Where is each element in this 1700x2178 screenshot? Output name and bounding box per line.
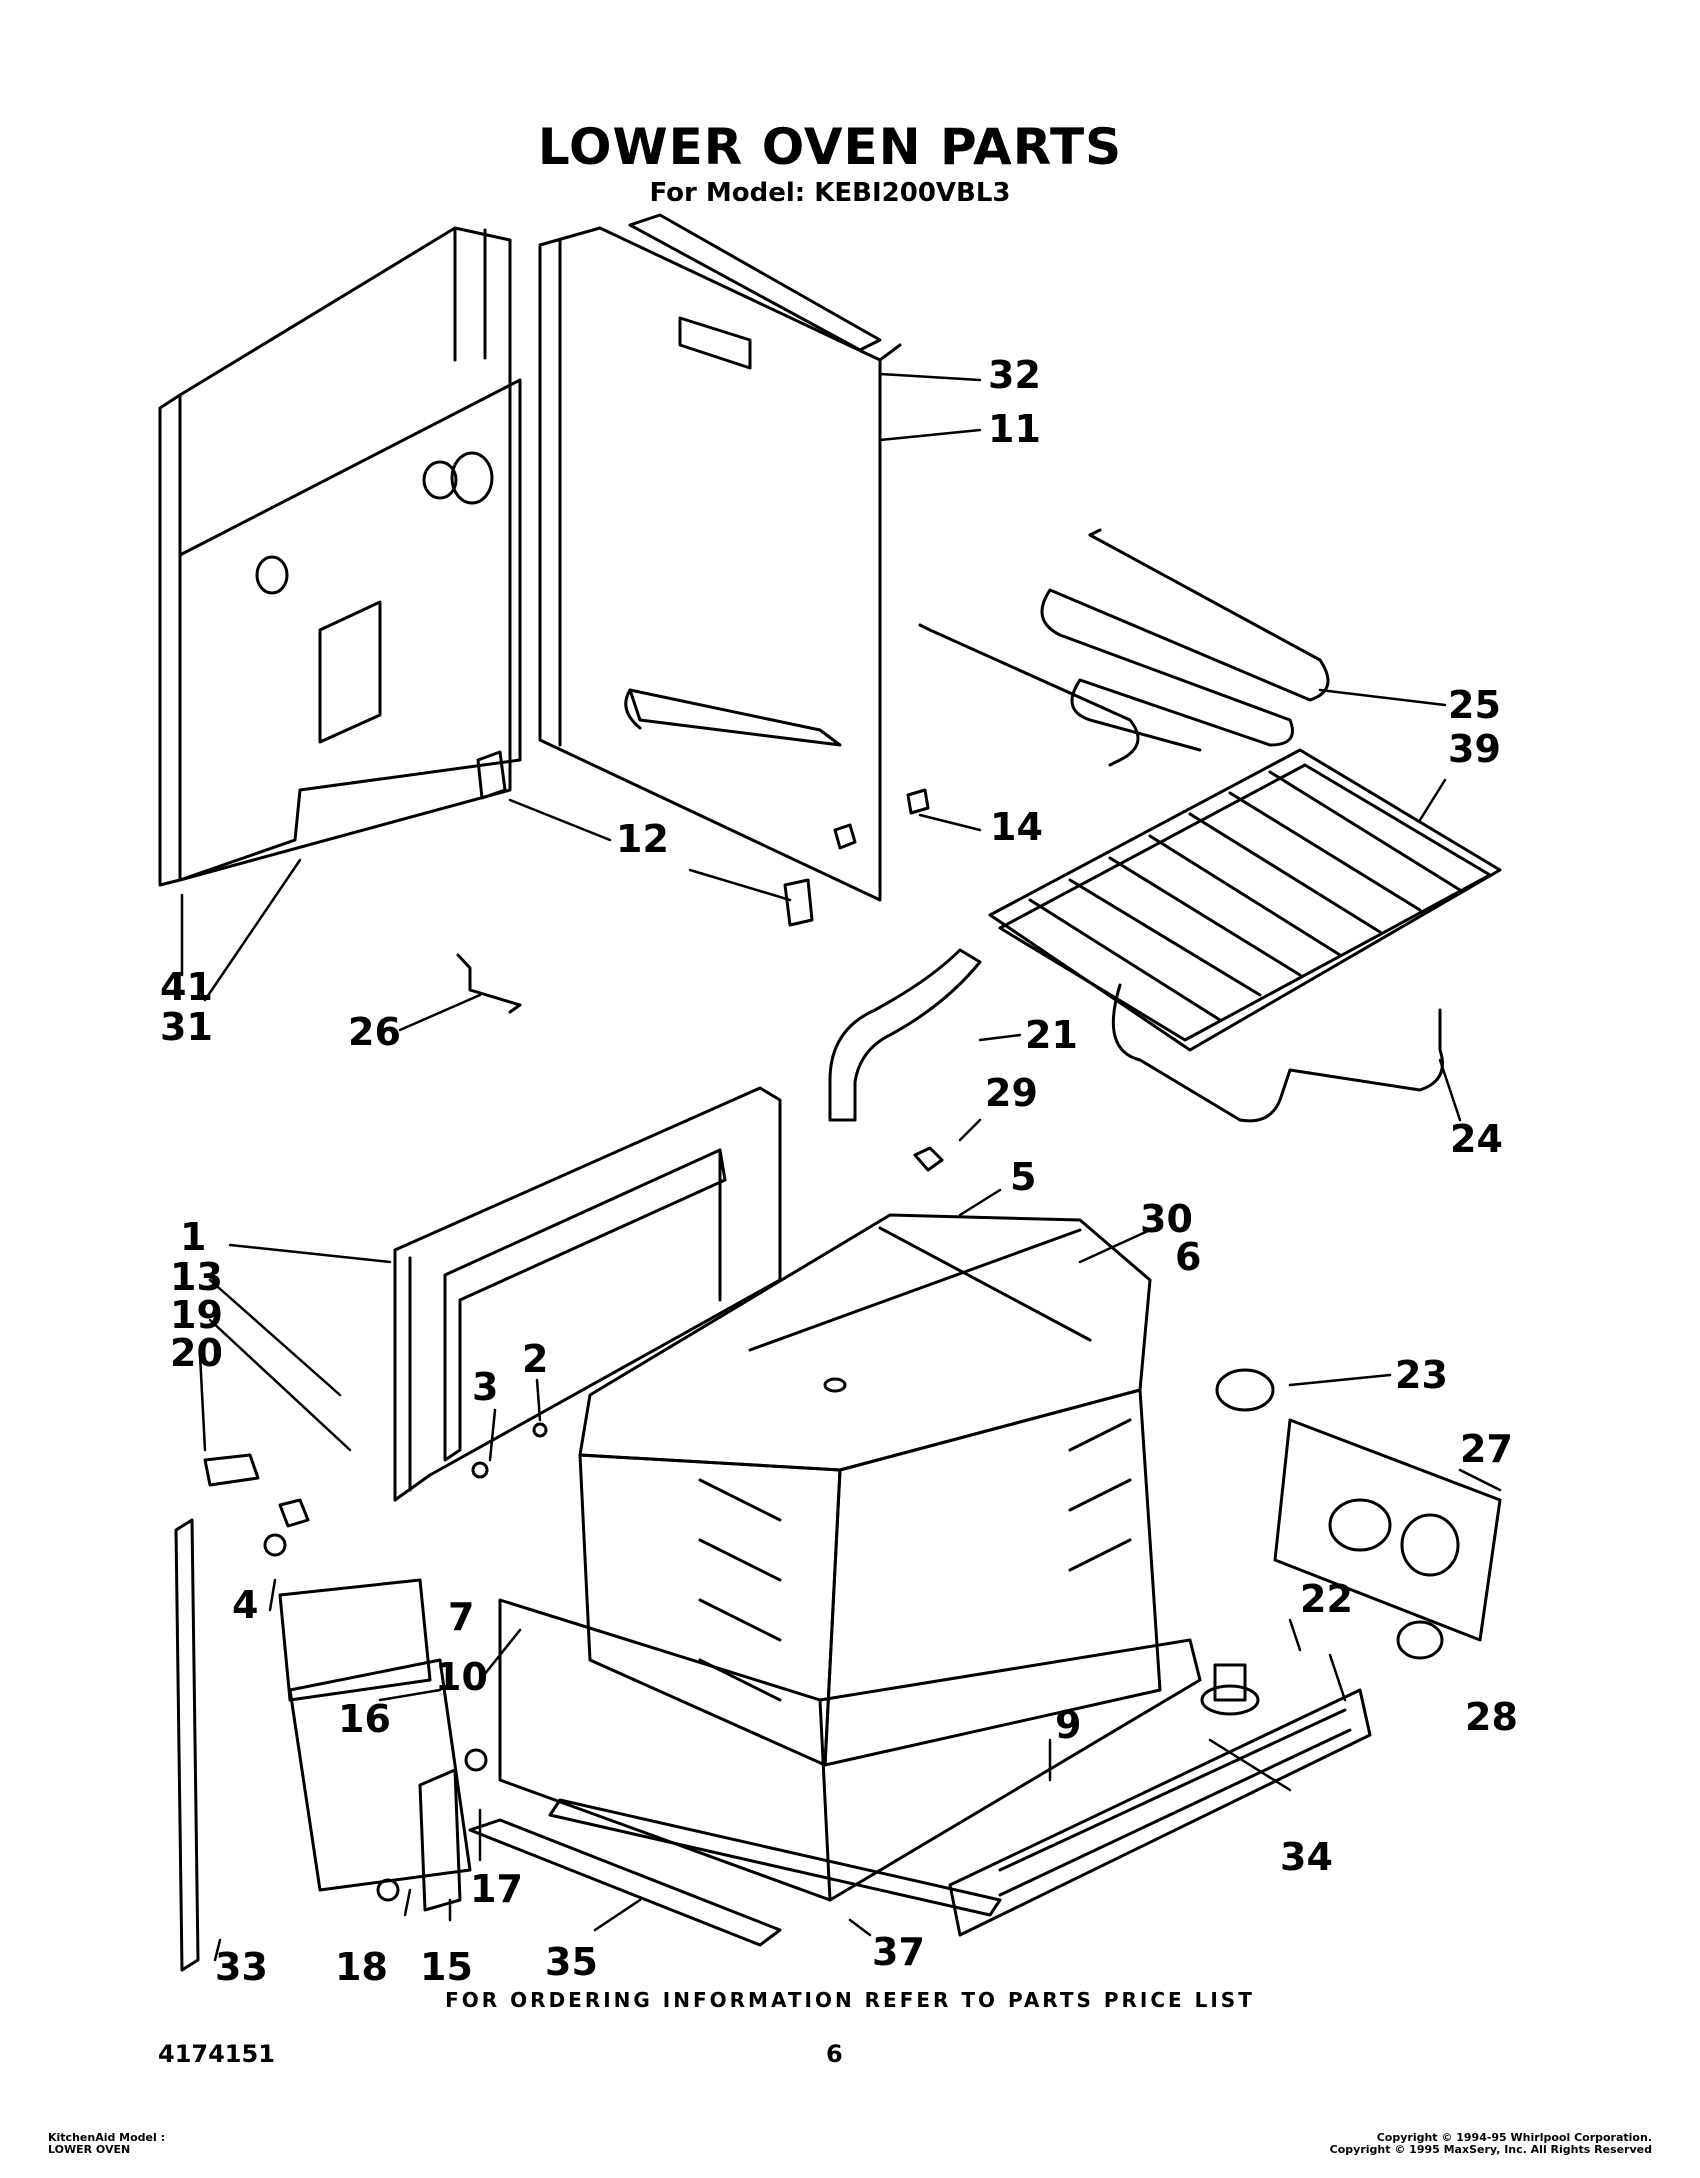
copyright-line-2: Copyright © 1995 MaxSery, Inc. All Right…	[1329, 2143, 1652, 2156]
rail-parts	[468, 1798, 1002, 1947]
copyright-meta: Copyright © 1994-95 Whirlpool Corporatio…	[1330, 2132, 1652, 2156]
clip-parts	[476, 750, 930, 927]
side-panel-part	[538, 213, 902, 902]
hardware-parts	[203, 1422, 548, 1557]
callout-6: 6	[1175, 1235, 1201, 1279]
model-subtitle: For Model: KEBI200VBL3	[649, 178, 1011, 208]
callout-18: 18	[335, 1945, 388, 1989]
callout-17: 17	[470, 1867, 523, 1911]
callout-16: 16	[338, 1697, 391, 1741]
callout-20: 20	[170, 1331, 223, 1375]
base-tray-part	[498, 1598, 1202, 1902]
callout-numbers: 32 11 25 39 12 14 41 31 26 21 29 24 5 30…	[160, 353, 1518, 1989]
callout-33: 33	[215, 1945, 268, 1989]
callout-10: 10	[435, 1655, 488, 1699]
meta-left-line-1: KitchenAid Model :	[48, 2131, 166, 2144]
callout-34: 34	[1280, 1835, 1333, 1879]
broil-element-part	[1111, 983, 1444, 1123]
bake-element-part	[918, 528, 1330, 767]
oven-rack-part	[988, 748, 1502, 1052]
callout-28: 28	[1465, 1695, 1518, 1739]
callout-25: 25	[1448, 683, 1501, 727]
callout-2: 2	[522, 1337, 548, 1381]
callout-12: 12	[616, 817, 669, 861]
callout-23: 23	[1395, 1353, 1448, 1397]
callout-21: 21	[1025, 1013, 1078, 1057]
callout-26: 26	[348, 1010, 401, 1054]
callout-11: 11	[988, 407, 1041, 451]
callout-24: 24	[1450, 1117, 1503, 1161]
ordering-note: FOR ORDERING INFORMATION REFER TO PARTS …	[445, 1988, 1255, 2012]
callout-9: 9	[1055, 1703, 1081, 1747]
leader-lines	[180, 372, 1502, 1962]
front-frame-part	[393, 1086, 782, 1502]
callout-14: 14	[990, 805, 1043, 849]
callout-3: 3	[472, 1365, 498, 1409]
toe-kick-part	[948, 1688, 1372, 1937]
callout-7: 7	[448, 1595, 474, 1639]
page-title: LOWER OVEN PARTS	[537, 118, 1123, 176]
callout-19: 19	[170, 1293, 223, 1337]
callout-35: 35	[545, 1940, 598, 1984]
oven-liner-part	[578, 1213, 1162, 1767]
callout-39: 39	[1448, 727, 1501, 771]
page-number: 6	[826, 2040, 843, 2068]
meta-left-line-2: LOWER OVEN	[48, 2143, 131, 2156]
hinge-area-part	[278, 1578, 488, 1912]
callout-29: 29	[985, 1071, 1038, 1115]
callout-22: 22	[1300, 1577, 1353, 1621]
bracket-part	[456, 953, 522, 1014]
light-assembly-part	[1200, 1368, 1502, 1716]
callout-41: 41	[160, 965, 213, 1009]
door-trim-part	[174, 1518, 200, 1972]
document-number: 4174151	[158, 2040, 275, 2068]
model-meta: KitchenAid Model : LOWER OVEN	[48, 2132, 165, 2156]
callout-1: 1	[180, 1215, 206, 1259]
rear-panel-part	[158, 226, 522, 887]
callout-32: 32	[988, 353, 1041, 397]
callout-15: 15	[420, 1945, 473, 1989]
callout-31: 31	[160, 1005, 213, 1049]
callout-37: 37	[872, 1930, 925, 1974]
callout-5: 5	[1010, 1155, 1036, 1199]
vent-tube-part	[828, 948, 982, 1172]
copyright-line-1: Copyright © 1994-95 Whirlpool Corporatio…	[1376, 2131, 1652, 2144]
callout-30: 30	[1140, 1197, 1193, 1241]
callout-27: 27	[1460, 1427, 1513, 1471]
callout-13: 13	[170, 1255, 223, 1299]
callout-4: 4	[232, 1583, 258, 1627]
